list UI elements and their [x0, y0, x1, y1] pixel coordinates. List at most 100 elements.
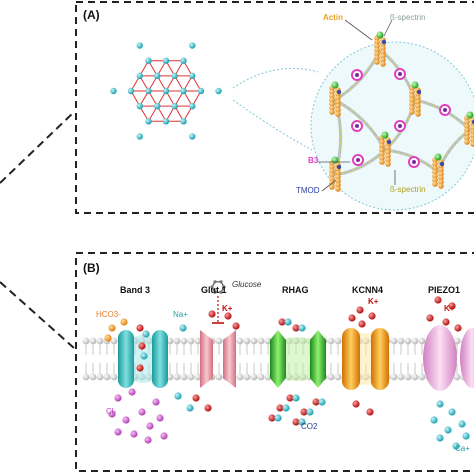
lattice-node: [145, 118, 152, 125]
ion-label-k-glut: K+: [222, 304, 233, 313]
actin-bead: [409, 97, 415, 103]
b3-core: [398, 124, 402, 128]
leader-line-b: [0, 281, 75, 349]
lipid-head: [103, 373, 111, 381]
actin-bead: [438, 183, 444, 189]
lattice-node: [136, 133, 143, 140]
ion-particle: [108, 410, 116, 418]
actin-bead: [379, 155, 385, 161]
label-b3: B3: [308, 156, 319, 165]
actin-bead: [379, 151, 385, 157]
ion-particle: [448, 302, 456, 310]
lipid-head: [110, 337, 118, 345]
lipid-head: [194, 337, 202, 345]
ion-label-k-kcnn4: K+: [368, 297, 379, 306]
actin-bead: [329, 184, 335, 190]
tropomodulin-cap: [331, 156, 339, 164]
actin-bead: [329, 93, 335, 99]
lipid-head: [166, 337, 174, 345]
ion-particle: [454, 324, 462, 332]
ion-particle: [282, 404, 290, 412]
lipid-head: [236, 373, 244, 381]
glucose-atom: [213, 290, 217, 294]
actin-bead: [409, 109, 415, 115]
ion-particle: [444, 426, 452, 434]
actin-bead: [374, 43, 380, 49]
actin-bead: [335, 95, 341, 101]
band3-subunit-right: [152, 330, 168, 388]
ion-particle: [430, 416, 438, 424]
actin-bead: [432, 165, 438, 171]
actin-bead: [335, 103, 341, 109]
lattice-node: [189, 72, 196, 80]
b3-core: [356, 158, 360, 162]
lattice-node: [162, 57, 170, 64]
lattice-node: [215, 87, 222, 95]
lipid-head: [397, 373, 405, 381]
tmod-marker: [416, 89, 422, 95]
lipid-head: [96, 373, 104, 381]
ion-particle: [138, 408, 146, 416]
b3-core: [412, 160, 416, 164]
tmod-marker: [336, 164, 342, 170]
actin-bead: [329, 97, 335, 103]
annotation-lines: [210, 19, 396, 324]
ion-particle: [436, 434, 444, 442]
ion-particle: [128, 388, 136, 396]
lipid-head: [215, 373, 223, 381]
actin-bead: [380, 45, 386, 51]
ion-label-k-piezo: K+: [444, 304, 455, 313]
ion-particle: [114, 428, 122, 436]
kcnn4-subunit-left: [342, 328, 360, 390]
label-tmod: TMOD: [296, 186, 320, 195]
ion-particle: [298, 418, 306, 426]
lipid-head: [404, 373, 412, 381]
lipid-head: [236, 337, 244, 345]
actin-bead: [374, 47, 380, 53]
actin-bead: [464, 119, 470, 125]
actin-bead: [409, 89, 415, 95]
lipid-head: [250, 337, 258, 345]
actin-bead: [379, 159, 385, 165]
actin-bead: [464, 131, 470, 137]
protein-label-kcnn4: KCNN4: [352, 285, 384, 295]
lipid-head: [173, 337, 181, 345]
actin-bead: [385, 157, 391, 163]
ion-particle: [276, 404, 284, 412]
actin-bead: [329, 164, 335, 170]
panel-b-frame: [75, 252, 474, 472]
lipid-head: [418, 337, 426, 345]
lipid-head: [264, 337, 272, 345]
lipid-head: [89, 337, 97, 345]
tmod-marker: [439, 161, 445, 167]
ion-particle: [292, 418, 300, 426]
protein-label-rhag: RHAG: [282, 285, 309, 295]
spectrin-lattice: [110, 42, 222, 140]
lipid-head: [96, 337, 104, 345]
glucose-atom: [213, 280, 217, 284]
spectrin-pointer: [383, 19, 393, 37]
ion-particle: [224, 312, 232, 320]
actin-bead: [329, 176, 335, 182]
lattice-node: [145, 57, 152, 64]
ion-particle: [452, 442, 460, 450]
ion-particle: [136, 364, 144, 372]
rhag-subunit-left: [270, 330, 286, 388]
piezo1-subunit-right: [460, 328, 474, 388]
ion-particle: [312, 398, 320, 406]
lipid-head: [257, 373, 265, 381]
lattice-node: [136, 72, 143, 80]
leader-line-a: [0, 111, 75, 184]
lattice-node: [180, 57, 187, 64]
lipid-head: [334, 337, 342, 345]
lattice-node: [171, 102, 178, 110]
actin-bead: [385, 161, 391, 167]
ion-particle: [140, 352, 148, 360]
lattice-node: [197, 87, 205, 95]
ion-particle: [142, 330, 150, 338]
actin-bead: [464, 135, 470, 141]
lattice-node: [136, 42, 143, 49]
lattice-node: [189, 42, 196, 49]
actin-bead: [374, 39, 380, 45]
actin-bead: [432, 177, 438, 183]
